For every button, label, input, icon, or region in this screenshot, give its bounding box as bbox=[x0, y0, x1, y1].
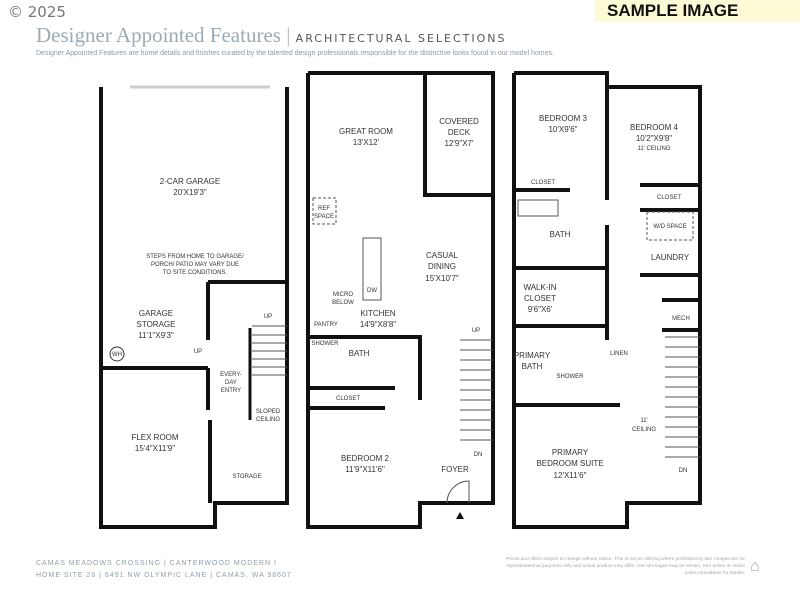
kitchen-label: KITCHEN bbox=[360, 309, 395, 318]
deck-dim: 12'9"X7' bbox=[444, 139, 474, 148]
disclaimer: Prices and offers subject to change with… bbox=[506, 557, 745, 576]
kitchen-dim: 14'9"X8'8" bbox=[360, 320, 396, 329]
micro-label: MICRO bbox=[333, 292, 353, 298]
footer-address: CAMAS MEADOWS CROSSING | CANTERWOOD MODE… bbox=[36, 558, 292, 582]
note-line: PORCH/ PATIO MAY VARY DUE bbox=[151, 262, 239, 268]
garage-storage-label: GARAGE bbox=[139, 309, 173, 318]
flex-room-label: FLEX ROOM bbox=[131, 433, 178, 442]
flex-room-dim: 15'4"X11'9" bbox=[135, 444, 175, 453]
linen-label: LINEN bbox=[610, 351, 628, 357]
sample-image-badge: SAMPLE IMAGE bbox=[595, 0, 800, 22]
dw-label: DW bbox=[367, 288, 377, 294]
sloped-label: SLOPED bbox=[256, 409, 281, 415]
dn-label: DN bbox=[474, 452, 483, 458]
dining-label: CASUAL bbox=[426, 251, 459, 260]
bedroom3-label: BEDROOM 3 bbox=[539, 114, 588, 123]
plan3-walls bbox=[512, 71, 702, 529]
copyright: © 2025 bbox=[8, 3, 66, 21]
title-text: Designer Appointed Features bbox=[36, 23, 281, 47]
entry-label: ENTRY bbox=[221, 388, 241, 394]
deck-label: DECK bbox=[448, 128, 471, 137]
bedroom2-label: BEDROOM 2 bbox=[341, 454, 390, 463]
ref-label: REF bbox=[318, 206, 330, 212]
shower-label: SHOWER bbox=[557, 374, 585, 380]
garage-dim: 20'X19'3" bbox=[173, 188, 207, 197]
laundry-label: LAUNDRY bbox=[651, 253, 690, 262]
bedroom4-ceiling: 11' CEILING bbox=[637, 146, 670, 152]
ceiling-label: 11' bbox=[640, 418, 647, 424]
water-heater-icon bbox=[109, 346, 125, 362]
foyer-label: FOYER bbox=[441, 465, 469, 474]
footer-line2: HOME SITE 26 | 6491 NW OLYMPIC LANE | CA… bbox=[36, 572, 292, 579]
primary-bath-label: BATH bbox=[522, 362, 543, 371]
closet-label: CLOSET bbox=[657, 195, 681, 201]
plan2-fixtures bbox=[312, 197, 493, 504]
up-label: UP bbox=[472, 328, 480, 334]
plan1-stairs bbox=[252, 325, 287, 376]
bedroom2-dim: 11'9"X11'6" bbox=[345, 465, 385, 474]
suite-label: BEDROOM SUITE bbox=[536, 459, 603, 468]
walkin-dim: 9'6"X6' bbox=[528, 305, 553, 314]
closet-label: CLOSET bbox=[531, 180, 555, 186]
dining-label: DINING bbox=[428, 262, 456, 271]
bath-label: BATH bbox=[349, 349, 370, 358]
wd-label: W/D SPACE bbox=[653, 224, 686, 230]
section-title: ARCHITECTURAL SELECTIONS bbox=[295, 32, 507, 45]
wh-label: WH bbox=[112, 352, 122, 358]
ceiling-label: CEILING bbox=[632, 427, 656, 433]
bedroom4-label: BEDROOM 4 bbox=[630, 123, 679, 132]
suite-label: PRIMARY bbox=[552, 448, 589, 457]
entry-arrow-icon bbox=[456, 512, 464, 519]
entry-label: DAY bbox=[225, 380, 237, 386]
footer-line1: CAMAS MEADOWS CROSSING | CANTERWOOD MODE… bbox=[36, 560, 277, 567]
sloped-label: CEILING bbox=[256, 417, 280, 423]
closet-label: CLOSET bbox=[336, 396, 360, 402]
micro-label: BELOW bbox=[332, 300, 354, 306]
storage-label: STORAGE bbox=[232, 474, 261, 480]
great-room-label: GREAT ROOM bbox=[339, 127, 393, 136]
up-label: UP bbox=[194, 349, 202, 355]
bedroom3-dim: 10'X9'6" bbox=[548, 125, 577, 134]
suite-dim: 12'X11'6" bbox=[554, 471, 587, 480]
title-divider: | bbox=[286, 23, 291, 47]
walkin-label: CLOSET bbox=[524, 294, 556, 303]
garage-label: 2-CAR GARAGE bbox=[160, 177, 220, 186]
pantry-label: PANTRY bbox=[314, 322, 338, 328]
equal-housing-icon: ⌂ bbox=[750, 558, 760, 575]
deck-label: COVERED bbox=[439, 117, 479, 126]
great-room-dim: 13'X12' bbox=[353, 138, 380, 147]
garage-storage-dim: 11'1"X9'3" bbox=[138, 331, 174, 340]
description: Designer Appointed Features are home det… bbox=[36, 50, 554, 57]
plan1-walls bbox=[99, 87, 289, 529]
entry-label: EVERY- bbox=[220, 372, 242, 378]
mech-label: MECH bbox=[672, 316, 690, 322]
dn-label: DN bbox=[679, 468, 688, 474]
dining-dim: 15'X10'7" bbox=[425, 274, 459, 283]
primary-bath-label: PRIMARY bbox=[514, 351, 551, 360]
plan2-walls bbox=[306, 71, 495, 529]
page-title: Designer Appointed Features | ARCHITECTU… bbox=[36, 24, 506, 50]
shower-label: SHOWER bbox=[312, 341, 340, 347]
note-line: TO SITE CONDITIONS. bbox=[163, 270, 228, 276]
bath-label: BATH bbox=[550, 230, 571, 239]
garage-storage-label: STORAGE bbox=[137, 320, 176, 329]
note-line: STEPS FROM HOME TO GARAGE/ bbox=[146, 254, 244, 260]
up-label: UP bbox=[264, 314, 272, 320]
ref-label: SPACE bbox=[314, 214, 334, 220]
walkin-label: WALK-IN bbox=[523, 283, 556, 292]
bedroom4-dim: 10'2"X9'8" bbox=[636, 134, 672, 143]
plan3-fixtures bbox=[517, 199, 700, 458]
